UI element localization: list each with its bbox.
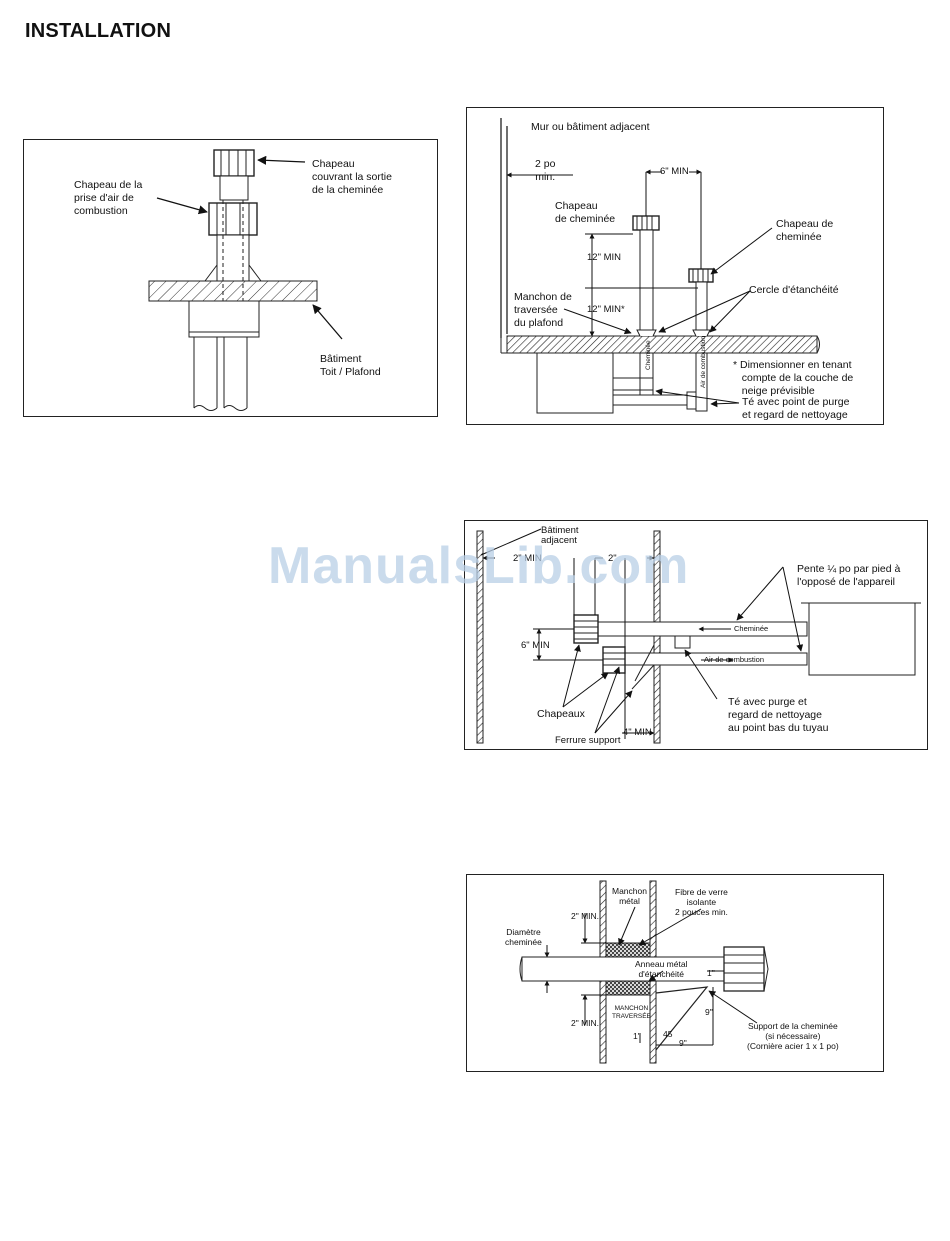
label-air: Air de combustion	[704, 655, 765, 664]
label-caps: Chapeaux	[537, 708, 585, 720]
watermark: ManualsLib.com	[268, 537, 690, 595]
label-d6: 6" MIN	[521, 640, 550, 651]
label-cap-right: Chapeau de cheminée	[776, 218, 834, 243]
label-manchon: MANCHON TRAVERSÉE	[612, 1005, 651, 1020]
figure-wall-thimble: Manchon métal Fibre de verre isolante 2 …	[466, 874, 884, 1072]
label-min12-a: 12" MIN	[587, 252, 621, 263]
label-d2b: 2"	[608, 553, 617, 564]
wall-thimble-drawing	[519, 880, 769, 1064]
label-pipe-air: Air de combustion	[700, 335, 707, 388]
label-d9-vert: 9"	[705, 1007, 713, 1017]
label-fiber: Fibre de verre isolante 2 pouces min.	[675, 887, 728, 917]
label-chem: Cheminée	[734, 624, 769, 633]
label-dist-6: 6" MIN	[660, 166, 689, 177]
figure-wall-clearances: Bâtiment adjacent 2" MIN 2" Pente ¼ po p…	[464, 520, 928, 750]
label-pipe-chem: Cheminée	[645, 340, 652, 370]
label-building-roof: Bâtiment Toit / Plafond	[320, 353, 381, 378]
label-sleeve: Manchon de traversée du plafond	[514, 291, 572, 329]
label-bracket: Ferrure support	[555, 735, 621, 746]
label-d1: 1"	[707, 968, 715, 978]
label-support: Support de la cheminée (si nécessaire) (…	[747, 1021, 839, 1051]
label-d2-top: 2" MIN.	[571, 911, 600, 921]
figure-roof-clearances: Mur ou bâtiment adjacent 2 po min. 6" MI…	[466, 107, 884, 425]
label-cap-left: Chapeau de cheminée	[555, 200, 616, 225]
label-d2-bot: 2" MIN.	[571, 1018, 600, 1028]
label-sleeve-metal: Manchon métal	[612, 886, 647, 906]
figure-roof-cross-section: Chapeau couvrant la sortie de la cheminé…	[23, 139, 438, 417]
label-tee: Té avec purge et regard de nettoyage au …	[728, 696, 829, 734]
label-seal: Cercle d'étanchéité	[749, 284, 839, 296]
label-cap-exhaust: Chapeau couvrant la sortie de la cheminé…	[312, 158, 392, 196]
wall-clearance-drawing	[476, 528, 921, 744]
page-title: INSTALLATION	[25, 20, 172, 42]
label-diam: Diamètre cheminée	[505, 927, 542, 947]
label-adjacent-building: Bâtiment adjacent	[541, 525, 579, 546]
label-note: * Dimensionner en tenant compte de la co…	[733, 359, 854, 397]
label-ring: Anneau métal d'étanchéité	[635, 959, 688, 979]
label-slope: Pente ¼ po par pied à l'opposé de l'appa…	[797, 563, 901, 588]
roof-vent-drawing	[148, 149, 343, 411]
roof-clearance-drawing	[500, 118, 820, 414]
label-wall: Mur ou bâtiment adjacent	[531, 121, 650, 133]
label-d1b: 1"	[633, 1031, 641, 1041]
label-min12-b: 12" MIN*	[587, 304, 625, 315]
label-d9-horiz: 9"	[679, 1038, 687, 1048]
label-d4: 4" MIN	[623, 727, 652, 738]
label-tee: Té avec point de purge et regard de nett…	[742, 396, 850, 421]
label-cap-intake: Chapeau de la prise d'air de combustion	[74, 179, 143, 217]
label-d45: 45	[663, 1029, 673, 1039]
label-d2a: 2" MIN	[513, 553, 542, 564]
label-dist-wall: 2 po min.	[535, 158, 556, 183]
